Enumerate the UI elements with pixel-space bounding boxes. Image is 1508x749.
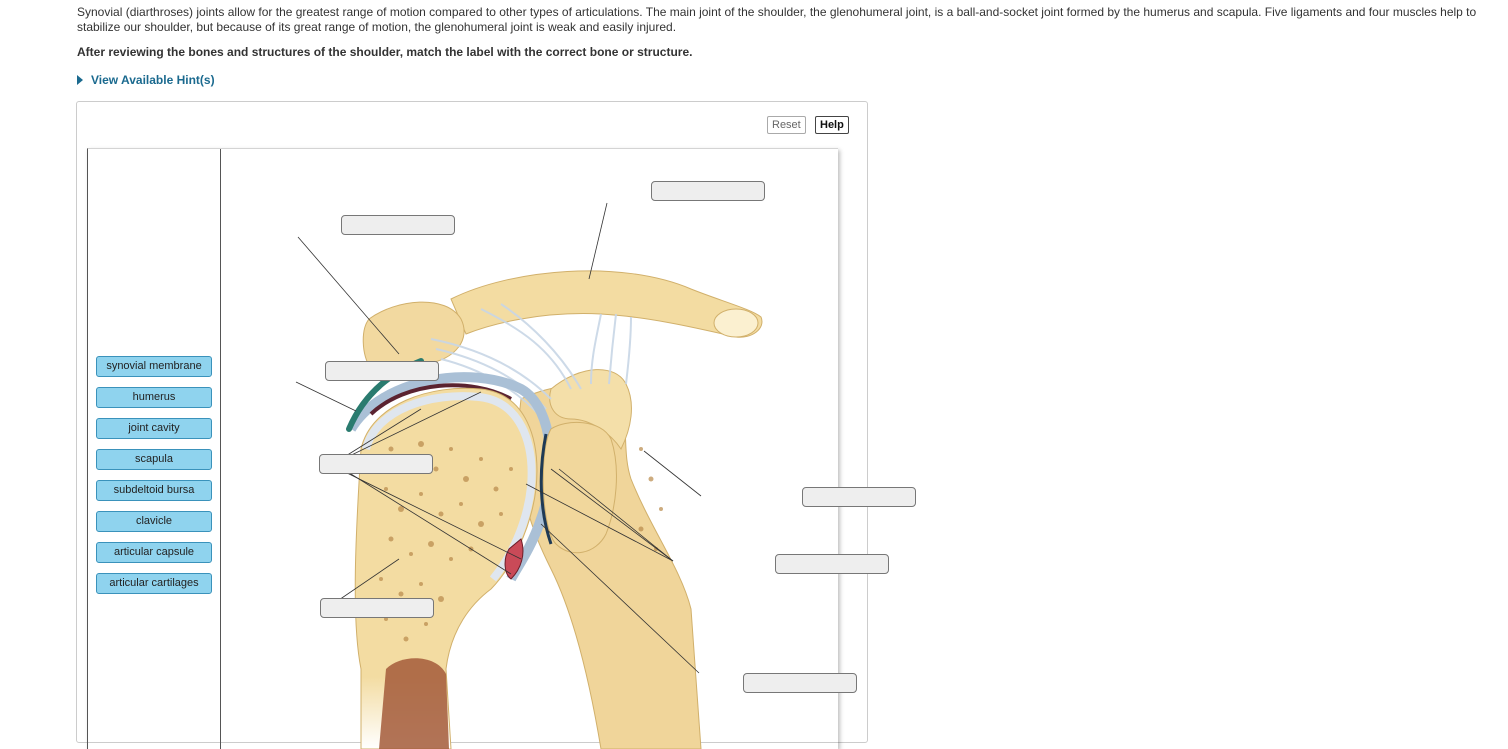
label-workarea: synovial membrane humerus joint cavity s…	[87, 148, 916, 749]
label-chip-articular-cartilages[interactable]: articular cartilages	[96, 573, 212, 594]
drop-target-1[interactable]	[341, 215, 455, 235]
help-button[interactable]: Help	[815, 116, 849, 134]
label-chip-clavicle[interactable]: clavicle	[96, 511, 212, 532]
drop-target-4[interactable]	[319, 454, 433, 474]
label-chip-subdeltoid-bursa[interactable]: subdeltoid bursa	[96, 480, 212, 501]
drop-target-2[interactable]	[651, 181, 765, 201]
label-chip-joint-cavity[interactable]: joint cavity	[96, 418, 212, 439]
label-chip-scapula[interactable]: scapula	[96, 449, 212, 470]
label-chip-synovial-membrane[interactable]: synovial membrane	[96, 356, 212, 377]
view-hints-link[interactable]: View Available Hint(s)	[77, 73, 215, 87]
instruction-text: After reviewing the bones and structures…	[77, 45, 693, 59]
drop-target-5[interactable]	[802, 487, 916, 507]
drop-target-6[interactable]	[775, 554, 889, 574]
drop-target-3[interactable]	[325, 361, 439, 381]
shoulder-joint-diagram	[221, 149, 916, 749]
expand-triangle-icon	[77, 75, 83, 85]
labeling-panel: Reset Help synovial membrane humerus joi…	[76, 101, 916, 749]
label-chip-articular-capsule[interactable]: articular capsule	[96, 542, 212, 563]
label-chip-humerus[interactable]: humerus	[96, 387, 212, 408]
clavicle-shape	[450, 270, 763, 338]
drop-target-8[interactable]	[743, 673, 857, 693]
intro-paragraph: Synovial (diarthroses) joints allow for …	[77, 5, 1477, 34]
shoulder-illustration	[295, 202, 763, 749]
drop-target-7[interactable]	[320, 598, 434, 618]
view-hints-label: View Available Hint(s)	[91, 73, 215, 87]
label-bank: synovial membrane humerus joint cavity s…	[88, 149, 221, 749]
reset-button[interactable]: Reset	[767, 116, 806, 134]
